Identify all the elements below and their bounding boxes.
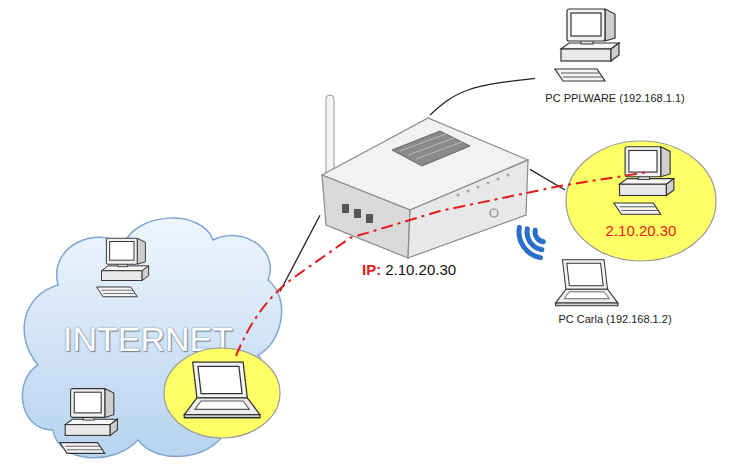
text-group: IP:2.10.20.30	[362, 261, 522, 278]
text-group: PC PPLWARE (192.168.1.1)	[535, 92, 695, 105]
cloud-outline	[22, 218, 281, 458]
wireless-waves	[519, 228, 543, 258]
desktop-computer	[614, 147, 674, 215]
router-top	[322, 118, 528, 210]
router-antenna	[326, 95, 334, 179]
internet-cloud: INTERNET	[18, 205, 280, 467]
node-label: 2.10.20.30	[606, 222, 677, 239]
highlight-circle-outline	[565, 140, 717, 262]
node-label: PC Carla (192.168.1.2)	[558, 313, 671, 326]
traffic-route	[236, 172, 648, 356]
node-label: INTERNET	[63, 320, 233, 359]
desktop-computer	[555, 9, 619, 81]
highlight-circle	[164, 348, 280, 438]
text-group: 2.10.20.30	[581, 222, 701, 239]
router-ports	[342, 204, 373, 223]
circle-outline	[566, 141, 716, 261]
grille-lines	[400, 134, 462, 159]
router-leds	[457, 174, 510, 197]
text-group: INTERNET	[48, 320, 248, 359]
desktop-computer: PC PPLWARE (192.168.1.1)	[535, 0, 695, 112]
node-label: 2.10.20.30	[385, 261, 456, 278]
network-cable	[530, 169, 565, 190]
router-grille	[392, 131, 470, 166]
node-label: IP:	[362, 261, 381, 278]
network-cable	[430, 78, 535, 115]
router-side	[322, 175, 410, 258]
laptop-computer	[556, 260, 618, 306]
laptop-computer	[184, 362, 260, 418]
router-front	[408, 160, 528, 258]
text-group: PC Carla (192.168.1.2)	[530, 313, 700, 326]
desktop-computer	[60, 389, 118, 454]
node-label: PC PPLWARE (192.168.1.1)	[545, 92, 684, 105]
highlight-circle: 2.10.20.30	[565, 140, 717, 262]
router: IP:2.10.20.30	[320, 115, 530, 285]
laptop-computer: PC Carla (192.168.1.2)	[530, 258, 700, 330]
desktop-computer	[97, 238, 149, 297]
network-cable	[280, 215, 320, 291]
power-button	[490, 209, 498, 217]
